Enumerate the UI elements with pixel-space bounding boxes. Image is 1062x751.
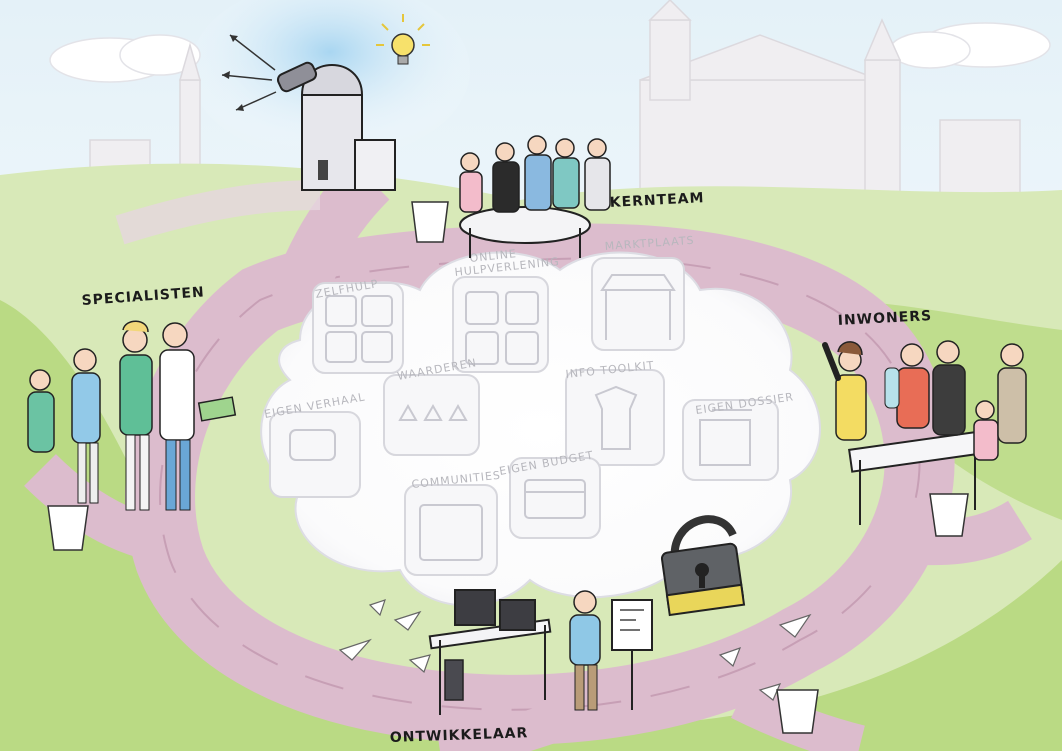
- tile-waarderen: [383, 374, 480, 456]
- tile-communities: [404, 484, 498, 576]
- tile-eigen-verhaal: [269, 411, 361, 498]
- inwoners-group: [822, 340, 1027, 525]
- paper-plane-icon: [338, 599, 812, 701]
- path-branch-left: [115, 180, 321, 245]
- grass-dark: [0, 300, 1062, 751]
- label-ontwikkelaar: ONTWIKKELAAR: [390, 725, 529, 746]
- path-branch-inwoners: [887, 500, 1032, 566]
- tile-online-hulpverlening: [452, 276, 549, 373]
- tile-info-toolkit: [565, 369, 665, 466]
- specialisten-group: [27, 320, 237, 511]
- computer-icon: [454, 589, 496, 626]
- label-inwoners: INWONERS: [837, 308, 932, 329]
- telescope-observatory-icon: [221, 34, 396, 191]
- padlock-icon: [660, 515, 746, 617]
- cloud-label-online-1: ONLINE: [469, 247, 518, 265]
- path-branch-specialisten: [24, 453, 166, 563]
- tile-marktplaats: [591, 257, 685, 351]
- light-bulb-icon: [376, 14, 430, 65]
- wastebasket-icon: [47, 201, 969, 734]
- cloud-tiles: [269, 257, 779, 576]
- path-tiles: [159, 257, 921, 711]
- cloud-label-marktplaats: MARKTPLAATS: [604, 234, 695, 253]
- sky-clouds: [49, 22, 1051, 83]
- ontwikkelaar-group: [428, 589, 653, 715]
- label-kernteam: KERNTEAM: [609, 190, 705, 211]
- kernteam-group: [459, 135, 611, 258]
- tile-zelfhulp: [312, 282, 404, 374]
- tile-glyphs: [289, 274, 752, 561]
- path-branch-ontwikkelaar: [436, 701, 568, 751]
